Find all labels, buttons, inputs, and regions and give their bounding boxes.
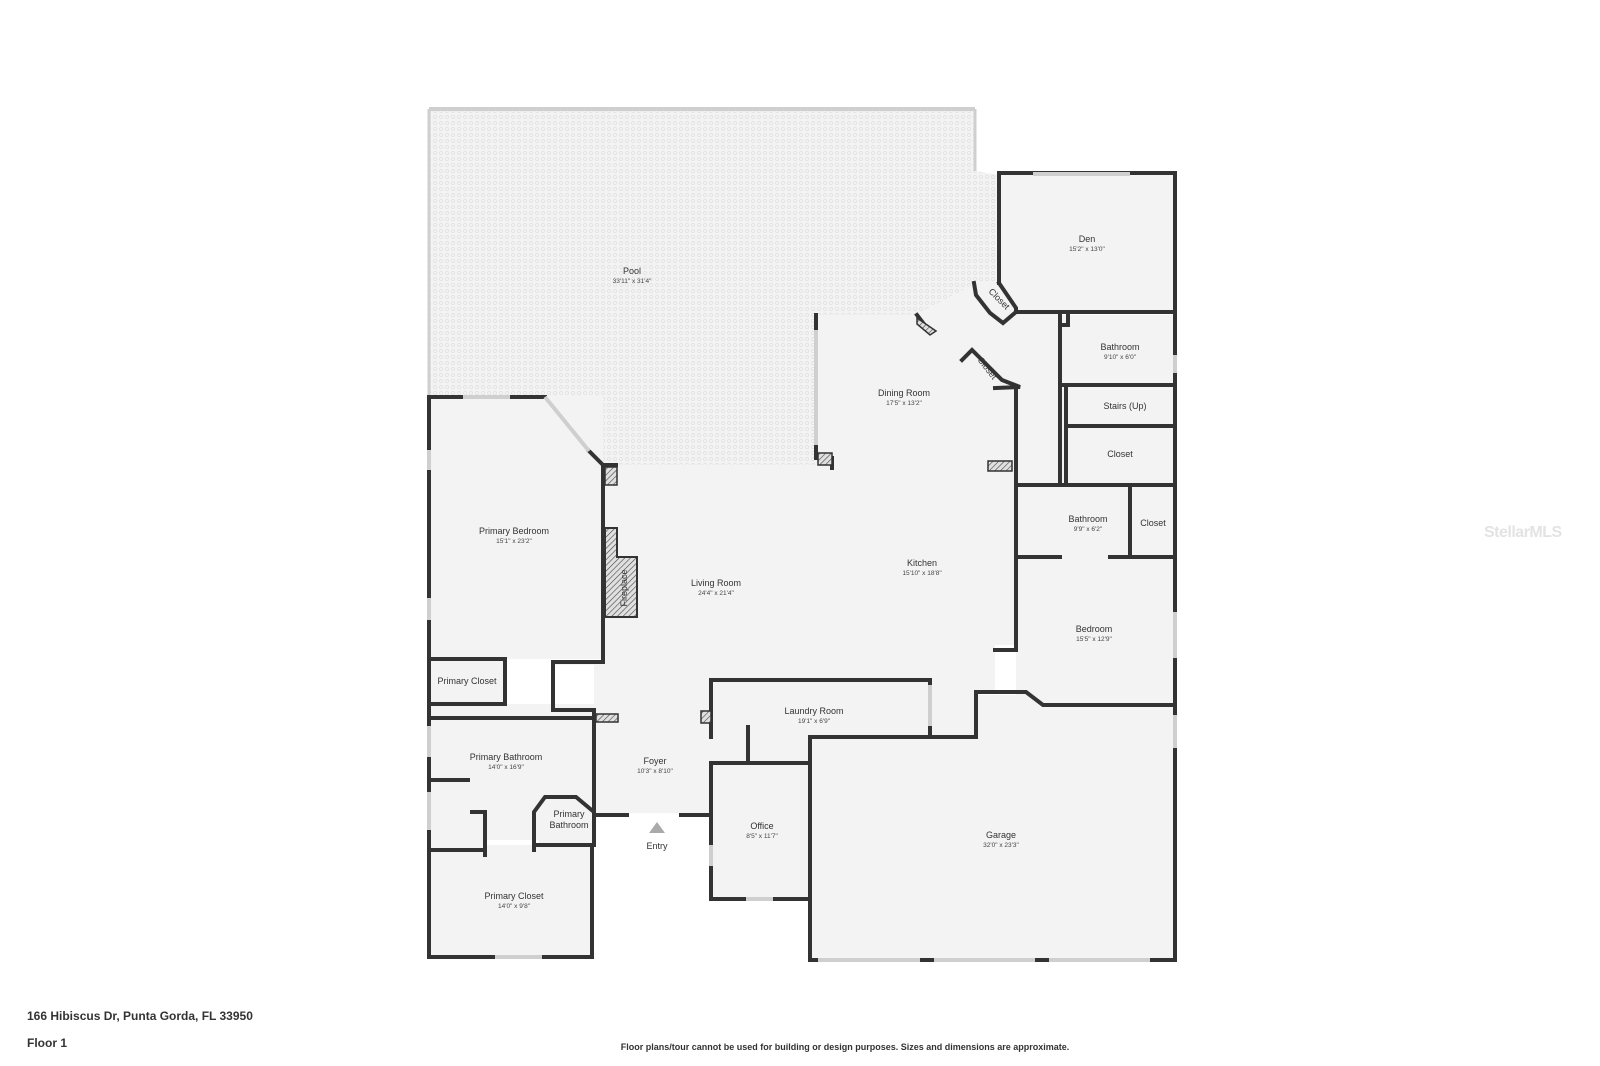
- room-dims-office: 8'5" x 11'7": [746, 833, 778, 840]
- room-name-bathroom-upper: Bathroom: [1100, 342, 1139, 352]
- room-name-fireplace: Fireplace: [619, 569, 629, 606]
- room-name-stairs: Stairs (Up): [1103, 401, 1146, 411]
- room-dims-bathroom-upper: 9'10" x 6'0": [1104, 354, 1137, 361]
- room-name-laundry-room: Laundry Room: [784, 706, 843, 716]
- columns: [595, 316, 1013, 724]
- room-name-den: Den: [1079, 234, 1096, 244]
- room-name-primary-closet-small: Primary Closet: [437, 676, 497, 686]
- room-name-dining-room: Dining Room: [878, 388, 930, 398]
- floor-fill: [429, 175, 1175, 960]
- room-name-closet-bath2: Closet: [1140, 518, 1166, 528]
- room-name-office: Office: [750, 821, 773, 831]
- floor-label: Floor 1: [27, 1036, 68, 1050]
- room-name-kitchen: Kitchen: [907, 558, 937, 568]
- room-name-bathroom-2: Bathroom: [1068, 514, 1107, 524]
- room-dims-kitchen: 15'10" x 18'8": [902, 570, 942, 577]
- room-dims-foyer: 10'3" x 8'10": [637, 768, 673, 775]
- room-dims-garage: 32'0" x 23'3": [983, 842, 1019, 849]
- disclaimer: Floor plans/tour cannot be used for buil…: [620, 1042, 1070, 1052]
- windows: [427, 172, 1177, 962]
- entry-arrow-icon: [649, 822, 665, 833]
- room-name-bedroom: Bedroom: [1076, 624, 1113, 634]
- room-name-primary-closet-large: Primary Closet: [484, 891, 544, 901]
- room-dims-primary-closet-large: 14'0" x 9'8": [498, 903, 531, 910]
- room-dims-living-room: 24'4" x 21'4": [698, 590, 734, 597]
- room-name-closet-hall: Closet: [1107, 449, 1133, 459]
- room-dims-dining-room: 17'5" x 13'2": [886, 400, 922, 407]
- room-dims-bathroom-2: 9'9" x 6'2": [1074, 526, 1103, 533]
- room-name-primary-bathroom-small-2: Bathroom: [549, 820, 588, 830]
- room-dims-bedroom: 15'5" x 12'9": [1076, 636, 1112, 643]
- fireplace: [604, 527, 638, 618]
- room-dims-laundry-room: 19'1" x 6'9": [798, 718, 831, 725]
- room-name-garage: Garage: [986, 830, 1016, 840]
- room-dims-primary-bathroom: 14'0" x 16'9": [488, 764, 524, 771]
- room-name-primary-bathroom-small-1: Primary: [554, 809, 585, 819]
- room-name-foyer: Foyer: [643, 756, 666, 766]
- entry-label: Entry: [646, 841, 668, 851]
- room-dims-primary-bedroom: 15'1" x 23'2": [496, 538, 532, 545]
- watermark: StellarMLS: [1484, 524, 1562, 541]
- room-name-primary-bedroom: Primary Bedroom: [479, 526, 549, 536]
- room-name-pool: Pool: [623, 266, 641, 276]
- room-dims-pool: 33'11" x 31'4": [613, 278, 652, 285]
- room-name-living-room: Living Room: [691, 578, 741, 588]
- room-dims-den: 15'2" x 13'0": [1069, 246, 1105, 253]
- room-name-primary-bathroom: Primary Bathroom: [470, 752, 543, 762]
- property-address: 166 Hibiscus Dr, Punta Gorda, FL 33950: [27, 1009, 253, 1023]
